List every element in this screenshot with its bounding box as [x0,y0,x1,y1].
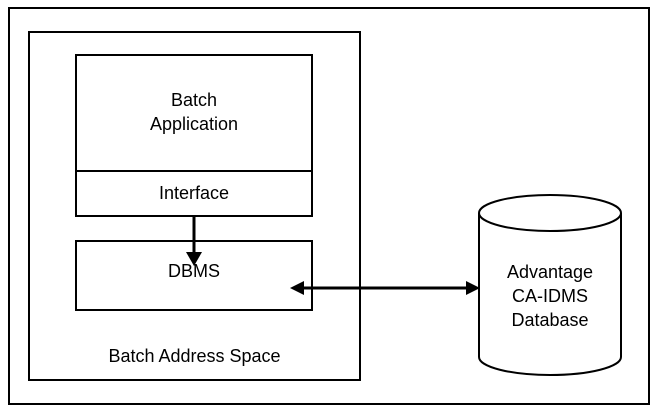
interface-to-dbms-arrowhead [186,252,202,266]
dbms-database-arrowhead-left [290,281,304,295]
batch-application-box [75,54,313,217]
interface-label: Interface [158,183,230,203]
dbms-label: DBMS [167,261,220,281]
outer-frame [8,7,650,405]
batch-application-label: Batch Application [149,90,239,134]
database-cylinder [478,194,622,376]
database-label: Advantage CA-IDMS Database [506,262,594,330]
batch-address-space-box [28,31,361,381]
batch-address-space-label: Batch Address Space [108,346,281,366]
dbms-database-arrowhead-right [466,281,480,295]
